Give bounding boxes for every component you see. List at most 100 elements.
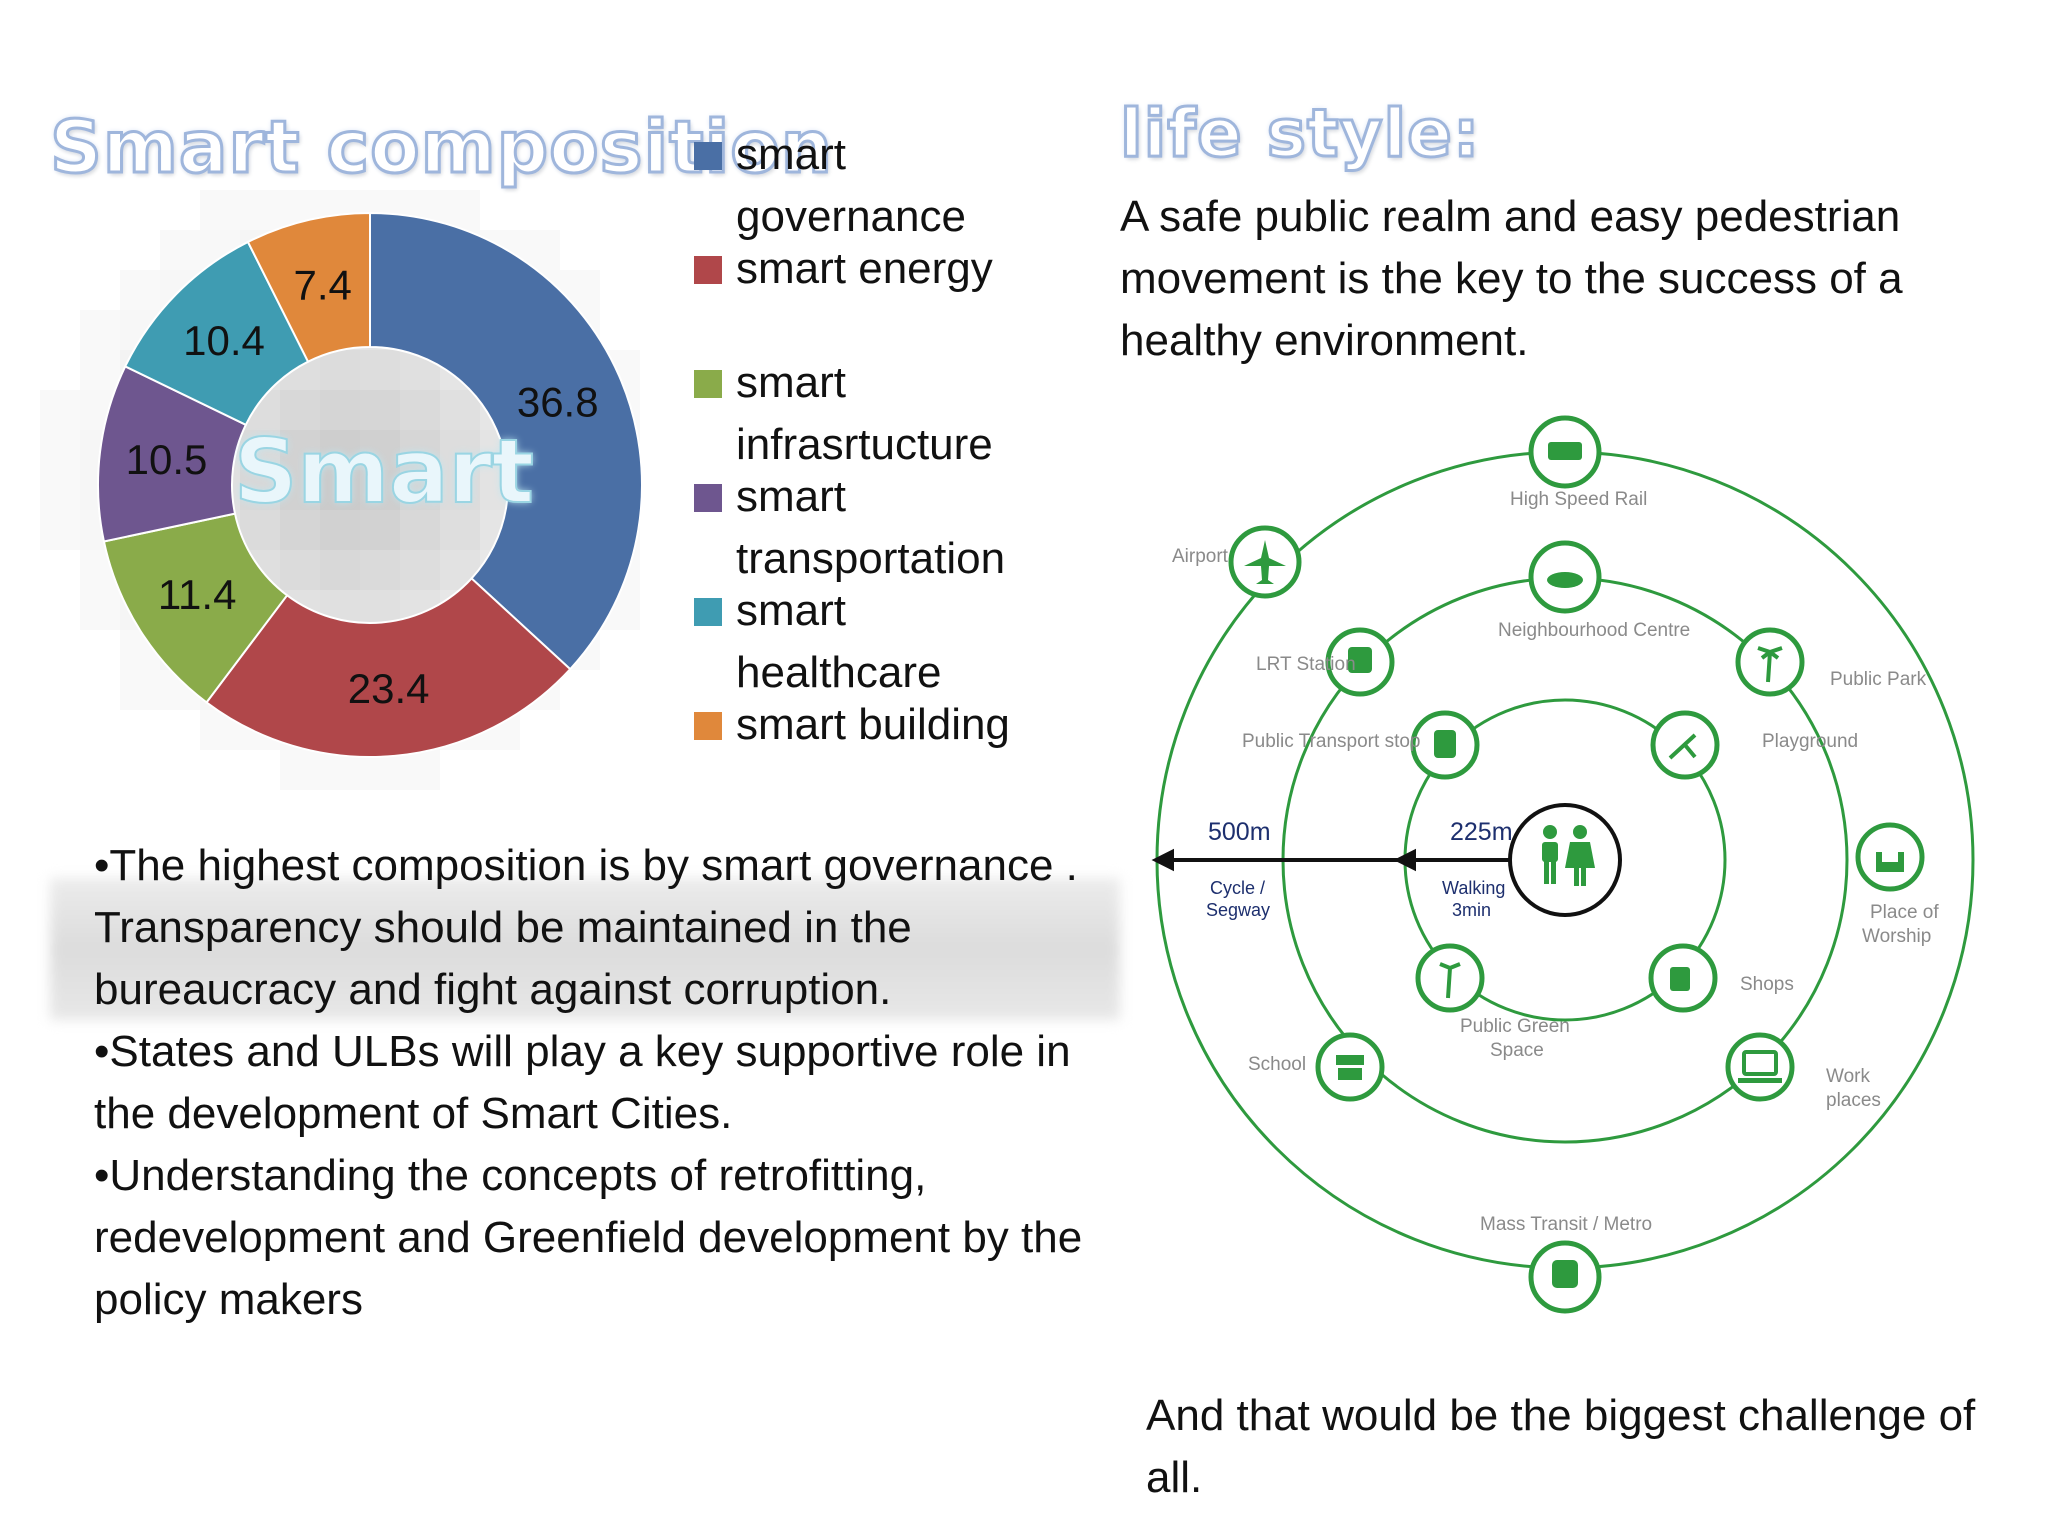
legend-label: smart	[736, 586, 846, 635]
label-playground: Playground	[1762, 731, 1858, 752]
label-public-park: Public Park	[1830, 669, 1927, 690]
green-space-icon	[1415, 943, 1485, 1013]
mosaic-tile	[240, 430, 280, 470]
mosaic-tile	[360, 390, 400, 430]
donut-slice-governance	[369, 211, 643, 671]
donut-chart: 36.823.411.410.510.47.4	[97, 211, 643, 758]
mosaic-tile	[80, 350, 120, 390]
legend-item-governance: smart governance	[694, 124, 1074, 248]
mosaic-tile	[400, 390, 440, 430]
legend-label-cont: governance	[736, 192, 966, 241]
legend-item-healthcare: smart healthcare	[694, 580, 1074, 704]
legend-swatch	[694, 370, 722, 398]
bullet-list: •The highest composition is by smart gov…	[94, 835, 1114, 1331]
high-speed-rail-icon	[1528, 415, 1602, 489]
label-airport: Airport	[1172, 546, 1229, 567]
legend-swatch	[694, 256, 722, 284]
mosaic-tile	[440, 470, 480, 510]
label-work-places-2: places	[1826, 1090, 1881, 1111]
donut-slice-building	[246, 211, 371, 364]
donut-center-word: Smart	[233, 419, 535, 524]
mosaic-tile	[120, 670, 160, 710]
section-title: life style:	[1118, 94, 1481, 174]
mosaic-tile	[40, 510, 80, 550]
legend-swatch	[694, 484, 722, 512]
mosaic-tile	[240, 190, 280, 230]
legend-swatch	[694, 142, 722, 170]
mosaic-tile	[440, 390, 480, 430]
legend-label-cont: healthcare	[736, 648, 942, 697]
highlight-band	[50, 878, 1120, 1020]
mosaic-tile	[400, 470, 440, 510]
bus-stop-icon	[1410, 710, 1480, 780]
playground-icon	[1650, 710, 1720, 780]
mosaic-tile	[280, 750, 320, 790]
mosaic-tile	[120, 270, 160, 310]
mosaic-tile	[360, 350, 400, 390]
label-work-places: Work	[1826, 1066, 1870, 1087]
mosaic-tile	[320, 510, 360, 550]
mosaic-tile	[400, 550, 440, 590]
label-high-speed-rail: High Speed Rail	[1510, 489, 1647, 510]
mode-segway: Segway	[1206, 900, 1270, 920]
slice-value-label: 36.8	[517, 379, 599, 426]
shopping-bag-icon	[1648, 943, 1718, 1013]
people-icon	[1508, 803, 1622, 917]
train-icon	[1325, 627, 1395, 697]
label-place-of-worship-2: Worship	[1862, 926, 1931, 947]
legend-label-cont: infrasrtucture	[736, 420, 993, 469]
neighbourhood-centre-icon	[1528, 540, 1602, 614]
label-public-green-space-2: Space	[1490, 1040, 1544, 1061]
mosaic-tile	[80, 590, 120, 630]
mosaic-tile	[400, 750, 440, 790]
arrow-head	[1151, 848, 1174, 872]
label-public-green-space: Public Green	[1460, 1016, 1570, 1037]
label-public-transport-stop: Public Transport stop	[1242, 731, 1420, 752]
donut-slice-energy	[205, 577, 572, 758]
bullet-item: •The highest composition is by smart gov…	[94, 841, 1078, 1014]
place-of-worship-icon	[1855, 822, 1925, 892]
mosaic-tile	[280, 390, 320, 430]
airplane-icon	[1228, 525, 1302, 599]
mosaic-tile	[400, 430, 440, 470]
label-school: School	[1248, 1054, 1306, 1075]
mosaic-tile	[40, 470, 80, 510]
slice-value-label: 10.4	[183, 317, 265, 364]
palm-tree-icon	[1735, 627, 1805, 697]
mosaic-tile	[440, 430, 480, 470]
mosaic-tile	[360, 430, 400, 470]
mosaic-tile	[80, 310, 120, 350]
bullet-item: •Understanding the concepts of retrofitt…	[94, 1151, 1083, 1324]
mosaic-tile	[160, 230, 200, 270]
mosaic-tile	[240, 510, 280, 550]
legend-label: smart	[736, 358, 846, 407]
mode-walking: Walking	[1442, 878, 1505, 898]
legend-label-cont: transportation	[736, 534, 1006, 583]
mode-cycle: Cycle /	[1210, 878, 1265, 898]
slice-value-label: 23.4	[348, 665, 430, 712]
closing-paragraph: And that would be the biggest challenge …	[1146, 1391, 1976, 1502]
legend-label: smart	[736, 472, 846, 521]
slice-value-label: 7.4	[294, 262, 352, 309]
mosaic-tile	[240, 470, 280, 510]
mosaic-tile	[280, 470, 320, 510]
mosaic-tile	[280, 510, 320, 550]
school-icon	[1315, 1032, 1385, 1102]
walkability-diagram: 500m 225m Cycle / Segway Walking 3min Hi…	[1151, 415, 1975, 1314]
label-lrt-station: LRT Station	[1256, 654, 1356, 675]
legend-swatch	[694, 712, 722, 740]
legend-label: smart	[736, 130, 846, 179]
mosaic-tile	[200, 190, 240, 230]
mosaic-tile	[280, 430, 320, 470]
chart-legend: smart governance smart energy smart infr…	[694, 124, 1074, 756]
legend-item-infrastructure: smart infrasrtucture	[694, 352, 1074, 476]
mosaic-tile	[280, 550, 320, 590]
legend-label: smart building	[736, 700, 1010, 749]
slice-value-label: 10.5	[126, 436, 208, 483]
label-shops: Shops	[1740, 974, 1794, 995]
mosaic-tile	[320, 470, 360, 510]
mosaic-tile	[320, 350, 360, 390]
mode-time: 3min	[1452, 900, 1491, 920]
legend-item-transportation: smart transportation	[694, 466, 1074, 590]
mosaic-tile	[40, 390, 80, 430]
